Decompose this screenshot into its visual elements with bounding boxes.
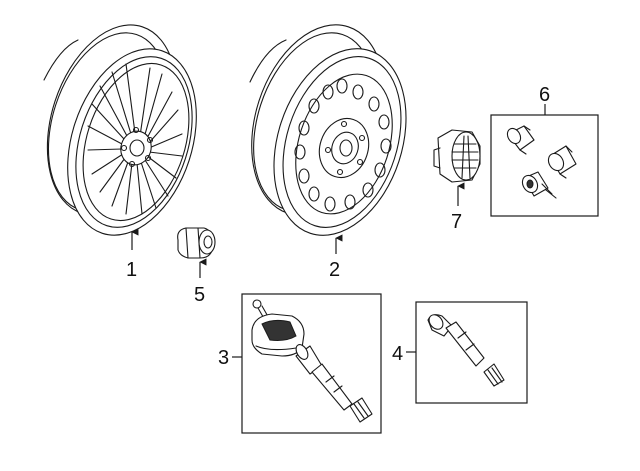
tpms-sensor-box (241, 293, 382, 434)
callout-3: 3 (218, 347, 229, 369)
callout-6: 6 (539, 84, 550, 106)
callout-5: 5 (194, 284, 205, 306)
callout-1: 1 (126, 259, 137, 281)
wheel-lock-set-icon (506, 125, 577, 199)
center-cap-icon (433, 129, 481, 183)
wheel-lock-box (490, 114, 599, 217)
callout-2: 2 (329, 259, 340, 281)
tpms-sensor-icon (251, 299, 373, 423)
alloy-wheel-icon (43, 24, 197, 236)
lug-nut-icon (177, 227, 216, 259)
callout-7: 7 (451, 211, 462, 233)
steel-wheel-icon (249, 24, 407, 236)
valve-stem-icon (427, 314, 505, 387)
callout-4: 4 (392, 343, 403, 365)
